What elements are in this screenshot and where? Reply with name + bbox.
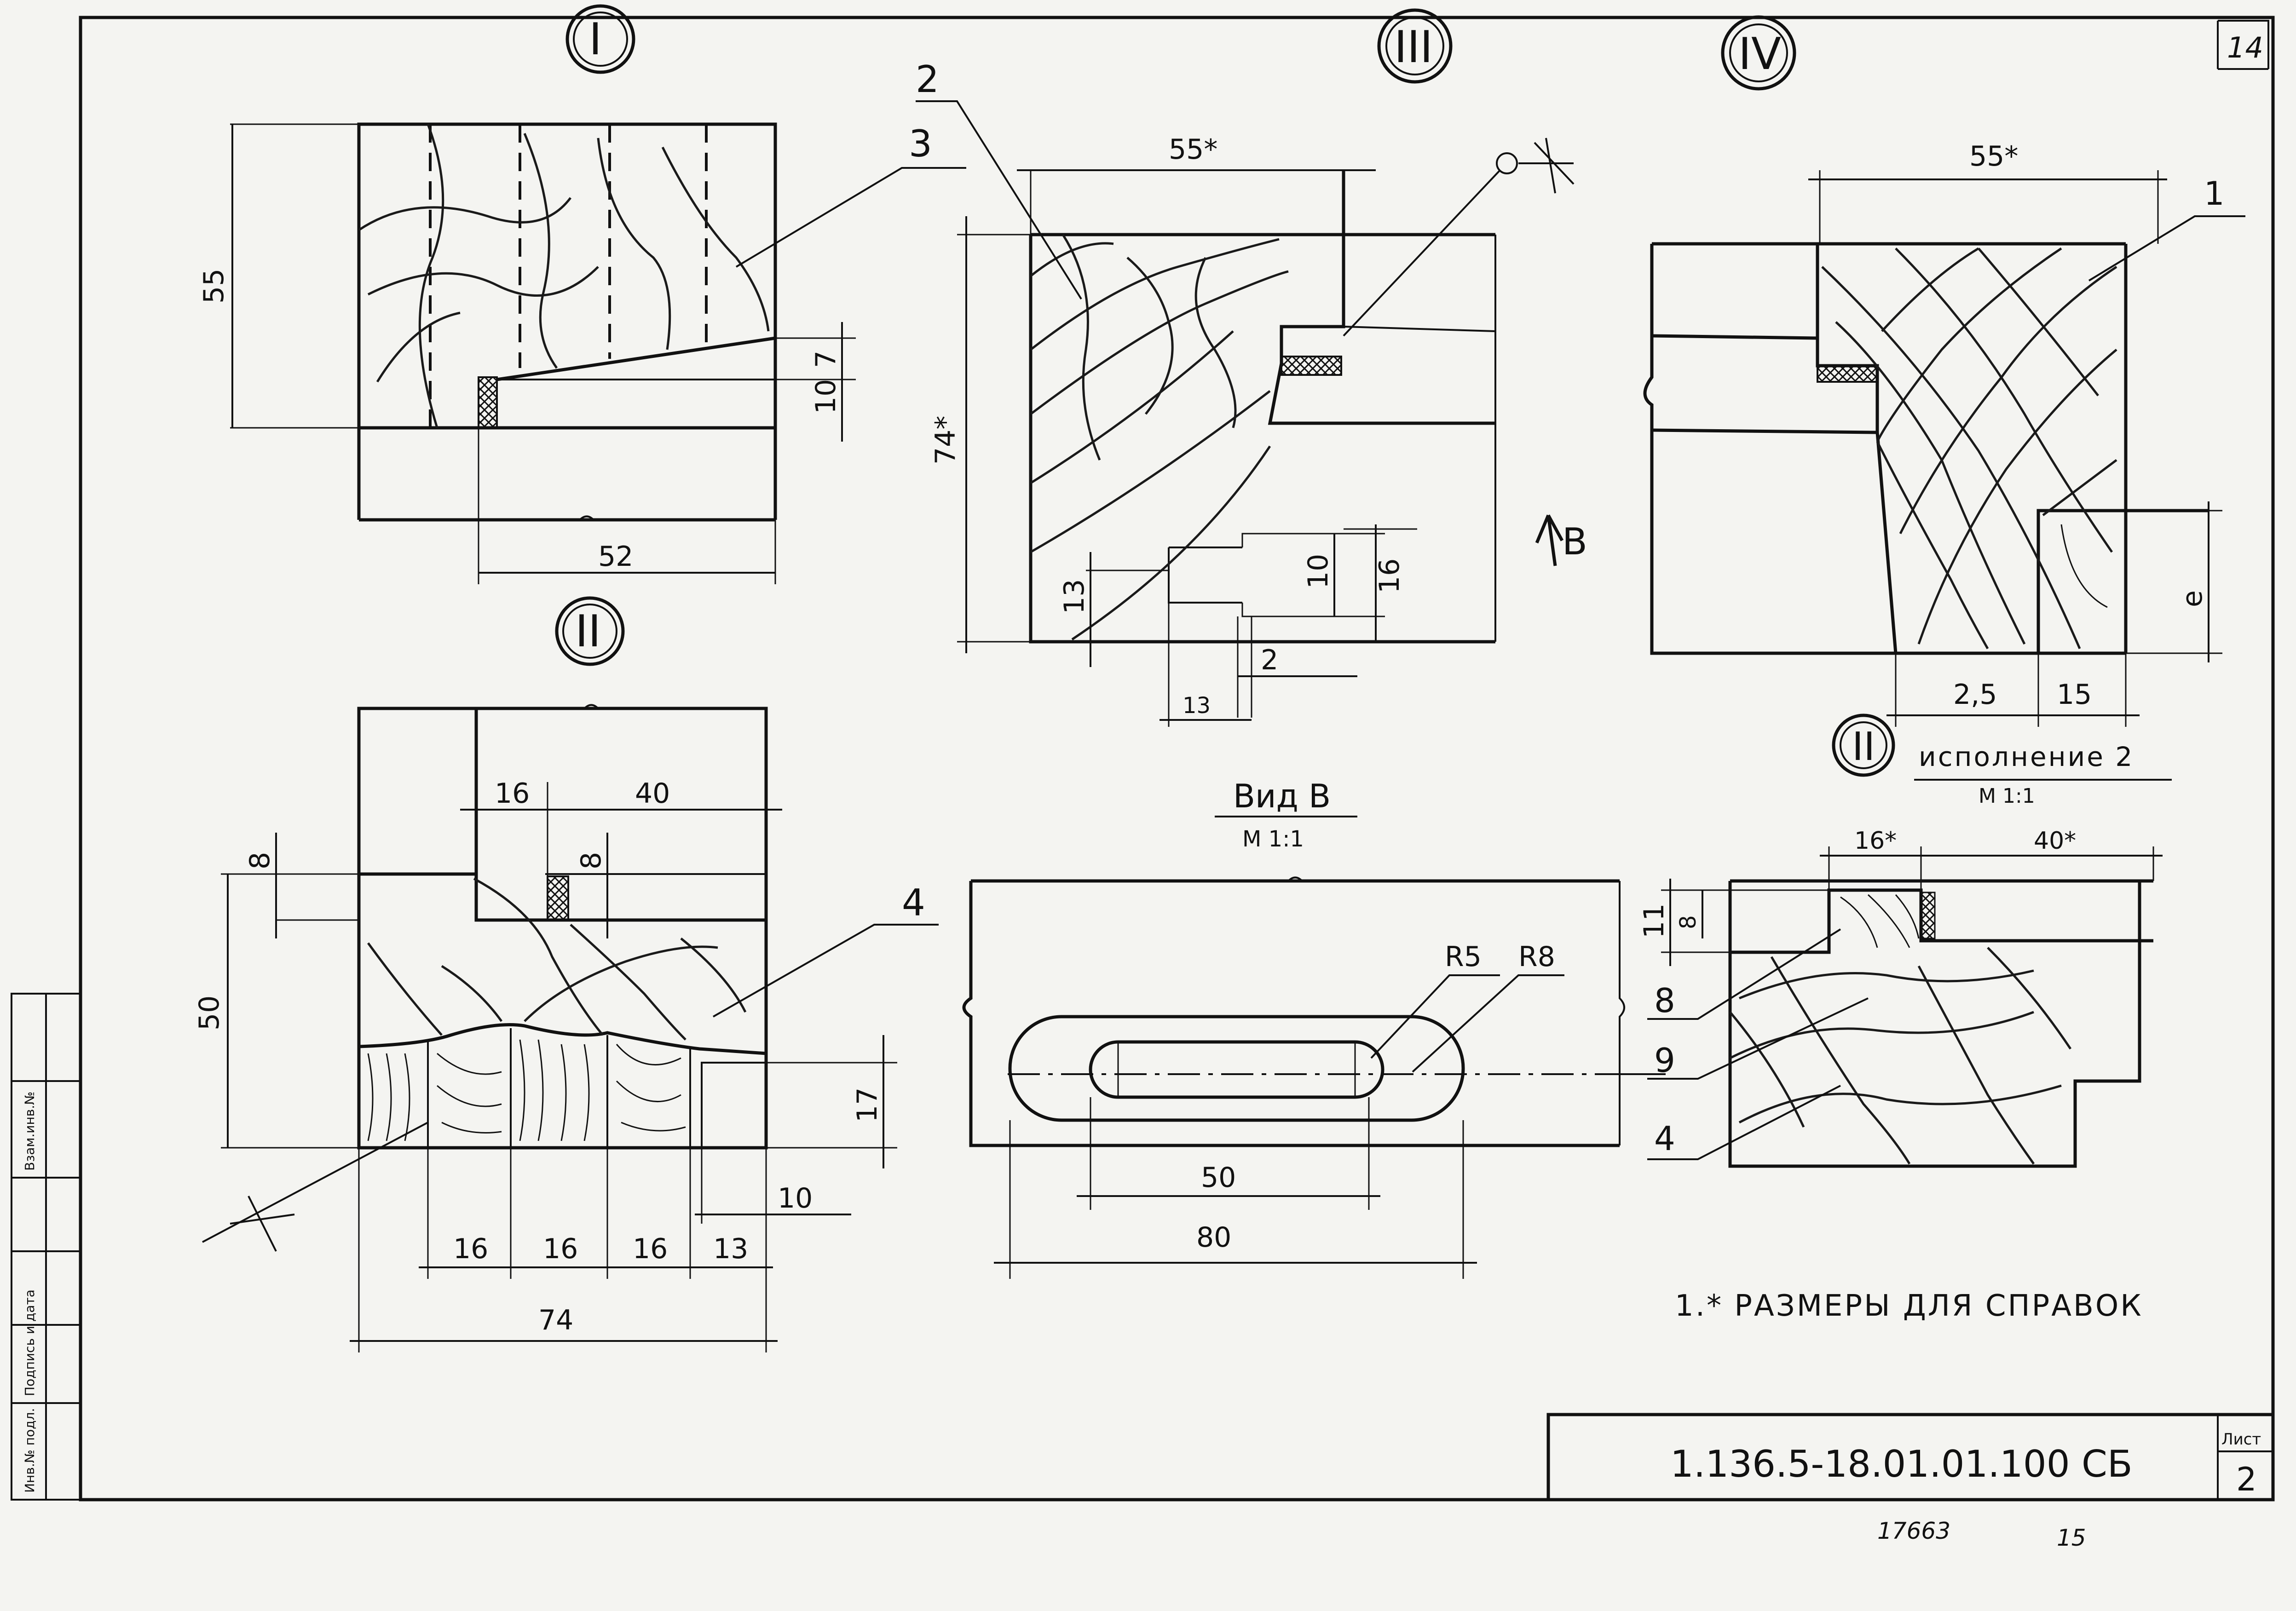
view-2-dim-10: 10 bbox=[778, 1182, 813, 1214]
view-2-dim-40: 40 bbox=[635, 777, 670, 810]
view-b-dim-80: 80 bbox=[1196, 1221, 1231, 1254]
view-3-dim-10: 10 bbox=[1302, 554, 1334, 589]
view-3-arrow-label: В bbox=[1562, 520, 1587, 563]
view-2-alt-callout-8: 8 bbox=[1654, 981, 1675, 1020]
stamp-label-1: Инв.№ подл. bbox=[22, 1408, 37, 1493]
view-3-dim-74: 74* bbox=[929, 416, 962, 465]
note-reference-sizes: 1.* РАЗМЕРЫ ДЛЯ СПРАВОК bbox=[1675, 1289, 2143, 1323]
view-4: IV 55* e 2,5 15 bbox=[1643, 15, 2245, 727]
view-2-dim-13: 13 bbox=[713, 1233, 748, 1265]
view-2: II 16 40 bbox=[193, 596, 939, 1352]
view-2-dim-16: 16 bbox=[495, 777, 530, 810]
view-b-dim-50: 50 bbox=[1201, 1162, 1236, 1194]
sheet-number-top: 14 bbox=[2227, 31, 2263, 64]
view-3-callout-2: 2 bbox=[916, 58, 939, 101]
view-2-alt-dim-16: 16* bbox=[1854, 827, 1897, 855]
view-2-alt-title: исполнение 2 bbox=[1919, 741, 2134, 772]
view-1-dim-10: 10 bbox=[810, 379, 842, 414]
view-2-dim-16b: 16 bbox=[543, 1233, 578, 1265]
view-3-label: III bbox=[1394, 22, 1433, 73]
view-1-dim-52: 52 bbox=[598, 541, 633, 573]
view-4-dim-55: 55* bbox=[1969, 140, 2018, 173]
archive-page: 15 bbox=[2057, 1525, 2086, 1551]
view-1-dim-7: 7 bbox=[810, 351, 842, 368]
view-3-dim-16: 16 bbox=[1373, 558, 1406, 593]
archive-number: 17663 bbox=[1877, 1518, 1950, 1544]
view-2-dim-17: 17 bbox=[851, 1087, 883, 1122]
view-2-dim-16a: 16 bbox=[453, 1233, 488, 1265]
view-2-alt-dim-11: 11 bbox=[1638, 903, 1670, 938]
view-4-label: IV bbox=[1738, 29, 1781, 80]
view-2-alt-dim-8: 8 bbox=[1675, 915, 1701, 929]
sheet-frame bbox=[11, 16, 2275, 1502]
view-3: III 55* 74* 13 bbox=[916, 8, 1587, 727]
view-b-title: Вид В bbox=[1233, 777, 1331, 815]
view-2-alt: II исполнение 2 М 1:1 16* 40* 11 8 8 9 bbox=[1638, 713, 2172, 1168]
view-3-dim-13: 13 bbox=[1058, 579, 1090, 614]
view-2-alt-callout-4: 4 bbox=[1654, 1119, 1675, 1158]
view-1: I 55 7 10 52 bbox=[198, 4, 966, 584]
view-b-scale: М 1:1 bbox=[1242, 826, 1304, 852]
stamp-label-3: Взам.инв.№ bbox=[22, 1092, 37, 1171]
view-1-label: I bbox=[589, 14, 602, 65]
view-2-dim-16c: 16 bbox=[633, 1233, 668, 1265]
view-2-label: II bbox=[575, 606, 601, 657]
stamp-label-2: Подпись и дата bbox=[22, 1289, 37, 1396]
view-1-dim-height: 55 bbox=[198, 269, 230, 304]
view-4-dim-15: 15 bbox=[2057, 679, 2092, 711]
view-b: Вид В М 1:1 R5 R8 50 80 bbox=[962, 777, 1666, 1279]
view-2-dim-8a: 8 bbox=[244, 852, 276, 869]
view-4-callout-1: 1 bbox=[2204, 175, 2225, 213]
view-b-dim-r5: R5 bbox=[1445, 941, 1482, 973]
document-code: 1.136.5-18.01.01.100 СБ bbox=[1670, 1443, 2133, 1485]
view-2-callout-4: 4 bbox=[902, 881, 925, 924]
sheet-label: Лист bbox=[2221, 1430, 2261, 1449]
view-1-callout-3: 3 bbox=[909, 122, 932, 165]
view-2-dim-8b: 8 bbox=[575, 852, 607, 869]
view-2-alt-scale: М 1:1 bbox=[1979, 784, 2035, 808]
view-3-dim-13b: 13 bbox=[1183, 693, 1211, 719]
view-2-alt-callout-9: 9 bbox=[1654, 1041, 1675, 1080]
view-2-alt-label: II bbox=[1852, 724, 1875, 770]
view-2-dim-50: 50 bbox=[193, 995, 225, 1030]
view-2-dim-74: 74 bbox=[538, 1304, 573, 1336]
view-b-dim-r8: R8 bbox=[1518, 941, 1555, 973]
sheet-number-bottom: 2 bbox=[2236, 1461, 2257, 1498]
view-3-dim-55: 55* bbox=[1169, 133, 1217, 166]
view-4-dim-e: e bbox=[2176, 590, 2209, 607]
view-3-dim-2: 2 bbox=[1261, 644, 1278, 676]
view-2-alt-dim-40: 40* bbox=[2034, 827, 2076, 855]
view-4-dim-2-5: 2,5 bbox=[1953, 679, 1997, 711]
